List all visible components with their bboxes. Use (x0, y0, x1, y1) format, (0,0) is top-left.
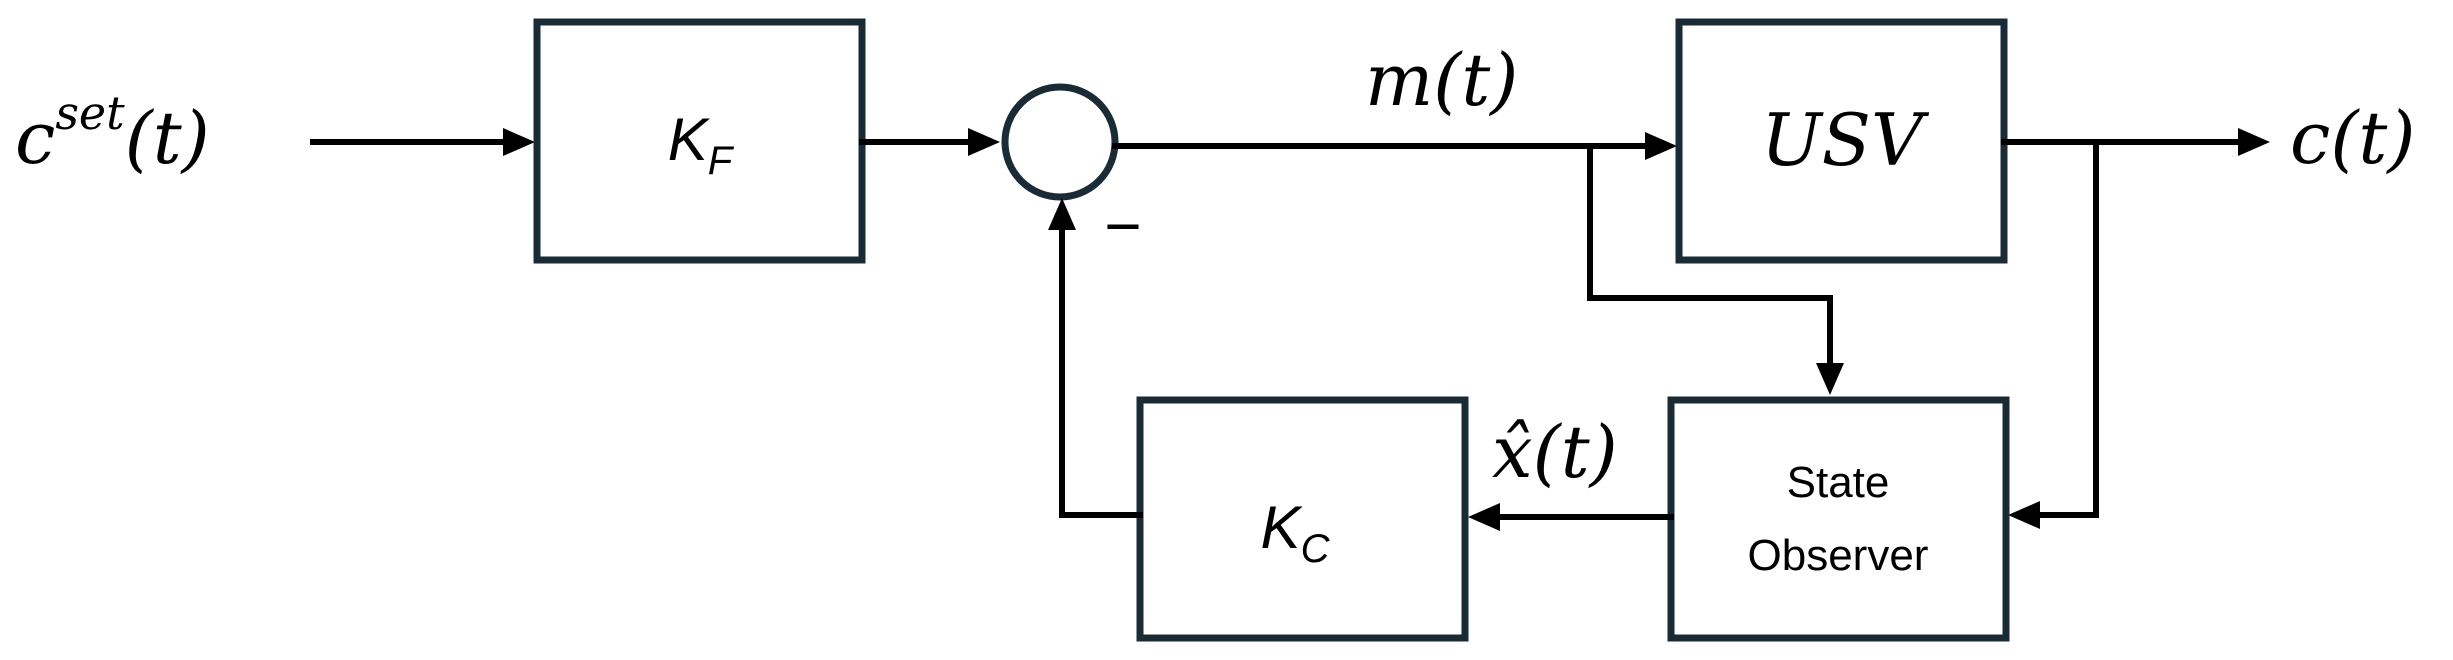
kc-block-subscript: C (1301, 527, 1331, 571)
output-to-observer-wire (2037, 139, 2099, 518)
input-signal-label: cset(t) (15, 86, 210, 180)
m-signal-label: m(t) (1365, 38, 1518, 122)
state-observer-block (1667, 396, 2010, 642)
kf-to-sum-arrowhead (968, 128, 1000, 156)
summing-junction (1001, 83, 1119, 201)
input-to-kf-arrowhead (503, 128, 535, 156)
state-observer-line1: State (1787, 458, 1890, 507)
summing-minus-sign: − (1104, 190, 1141, 262)
kc-block-main: K (1261, 494, 1304, 561)
observer-to-kc-arrowhead (1468, 503, 1500, 531)
input-signal-base: c (15, 96, 55, 180)
state-observer-line2: Observer (1748, 531, 1929, 580)
kc-to-sum-arrowhead (1048, 198, 1076, 230)
m-to-observer-wire (1587, 143, 1833, 365)
kc-to-sum-feedback-wire (1059, 227, 1143, 518)
input-signal-superscript: set (55, 86, 125, 140)
sum-to-usv-arrowhead (1645, 132, 1677, 160)
output-signal-label: c(t) (2290, 96, 2415, 180)
usv-block (1675, 18, 2008, 264)
kc-block (1136, 396, 1469, 642)
kc-block-label: KC (1261, 494, 1331, 571)
kf-block-label: KF (668, 106, 735, 183)
output-to-observer-arrowhead (2008, 501, 2040, 529)
m-to-observer-arrowhead (1816, 363, 1844, 395)
usv-to-output-arrowhead (2238, 128, 2270, 156)
kf-block-main: K (668, 106, 711, 173)
usv-block-label: USV (1761, 98, 1930, 182)
input-signal-argument: (t) (125, 96, 210, 180)
xhat-signal-label: x̂(t) (1492, 410, 1618, 494)
kf-block-subscript: F (708, 139, 735, 183)
